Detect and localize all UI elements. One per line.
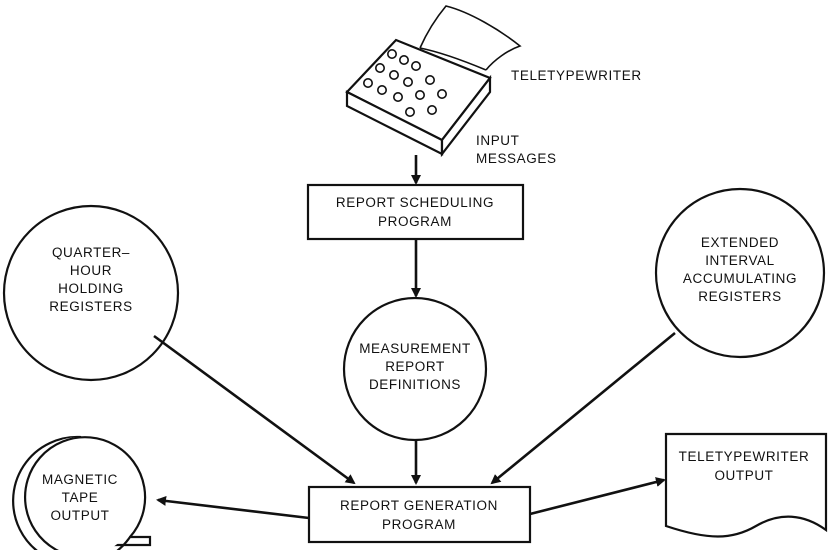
measurement-defs-line2: REPORT — [385, 359, 445, 374]
report-generation-line1: REPORT GENERATION — [340, 498, 498, 513]
magnetic-tape-line1: MAGNETIC — [42, 472, 118, 487]
teletypewriter-icon — [345, 5, 522, 158]
input-messages-line1: INPUT — [476, 133, 520, 148]
extended-interval-line4: REGISTERS — [698, 289, 781, 304]
magnetic-tape-line2: TAPE — [62, 490, 99, 505]
teletypewriter-output-line1: TELETYPEWRITER — [679, 449, 810, 464]
arrow-generation-to-magnetic-tape — [156, 495, 310, 520]
report-scheduling-line2: PROGRAM — [378, 214, 452, 229]
magnetic-tape-output-shape: MAGNETIC TAPE OUTPUT — [12, 435, 152, 550]
measurement-report-definitions-circle: MEASUREMENT REPORT DEFINITIONS — [342, 296, 488, 442]
report-scheduling-program-box: REPORT SCHEDULING PROGRAM — [306, 183, 525, 241]
arrow-generation-to-teletypewriter-output — [529, 477, 666, 516]
report-generation-program-box: REPORT GENERATION PROGRAM — [307, 485, 532, 544]
extended-interval-line1: EXTENDED — [701, 235, 779, 250]
magnetic-tape-line3: OUTPUT — [50, 508, 109, 523]
quarter-hour-holding-registers-circle: QUARTER– HOUR HOLDING REGISTERS — [2, 204, 180, 382]
extended-interval-line3: ACCUMULATING — [683, 271, 797, 286]
teletypewriter-label: TELETYPEWRITER — [511, 68, 642, 83]
quarter-hour-line3: HOLDING — [58, 281, 124, 296]
quarter-hour-line4: REGISTERS — [49, 299, 132, 314]
arrow-extended-interval-to-generation — [490, 331, 676, 485]
report-scheduling-line1: REPORT SCHEDULING — [336, 195, 494, 210]
extended-interval-line2: INTERVAL — [705, 253, 775, 268]
quarter-hour-line2: HOUR — [70, 263, 112, 278]
quarter-hour-line1: QUARTER– — [52, 245, 130, 260]
report-generation-line2: PROGRAM — [382, 517, 456, 532]
measurement-defs-line1: MEASUREMENT — [359, 341, 471, 356]
measurement-defs-line3: DEFINITIONS — [369, 377, 461, 392]
teletypewriter-output-document-shape: TELETYPEWRITER OUTPUT — [664, 432, 828, 538]
teletypewriter-output-line2: OUTPUT — [714, 468, 773, 483]
arrow-quarter-hour-to-generation — [153, 334, 356, 485]
extended-interval-accumulating-registers-circle: EXTENDED INTERVAL ACCUMULATING REGISTERS — [654, 187, 826, 359]
input-messages-line2: MESSAGES — [476, 151, 557, 166]
